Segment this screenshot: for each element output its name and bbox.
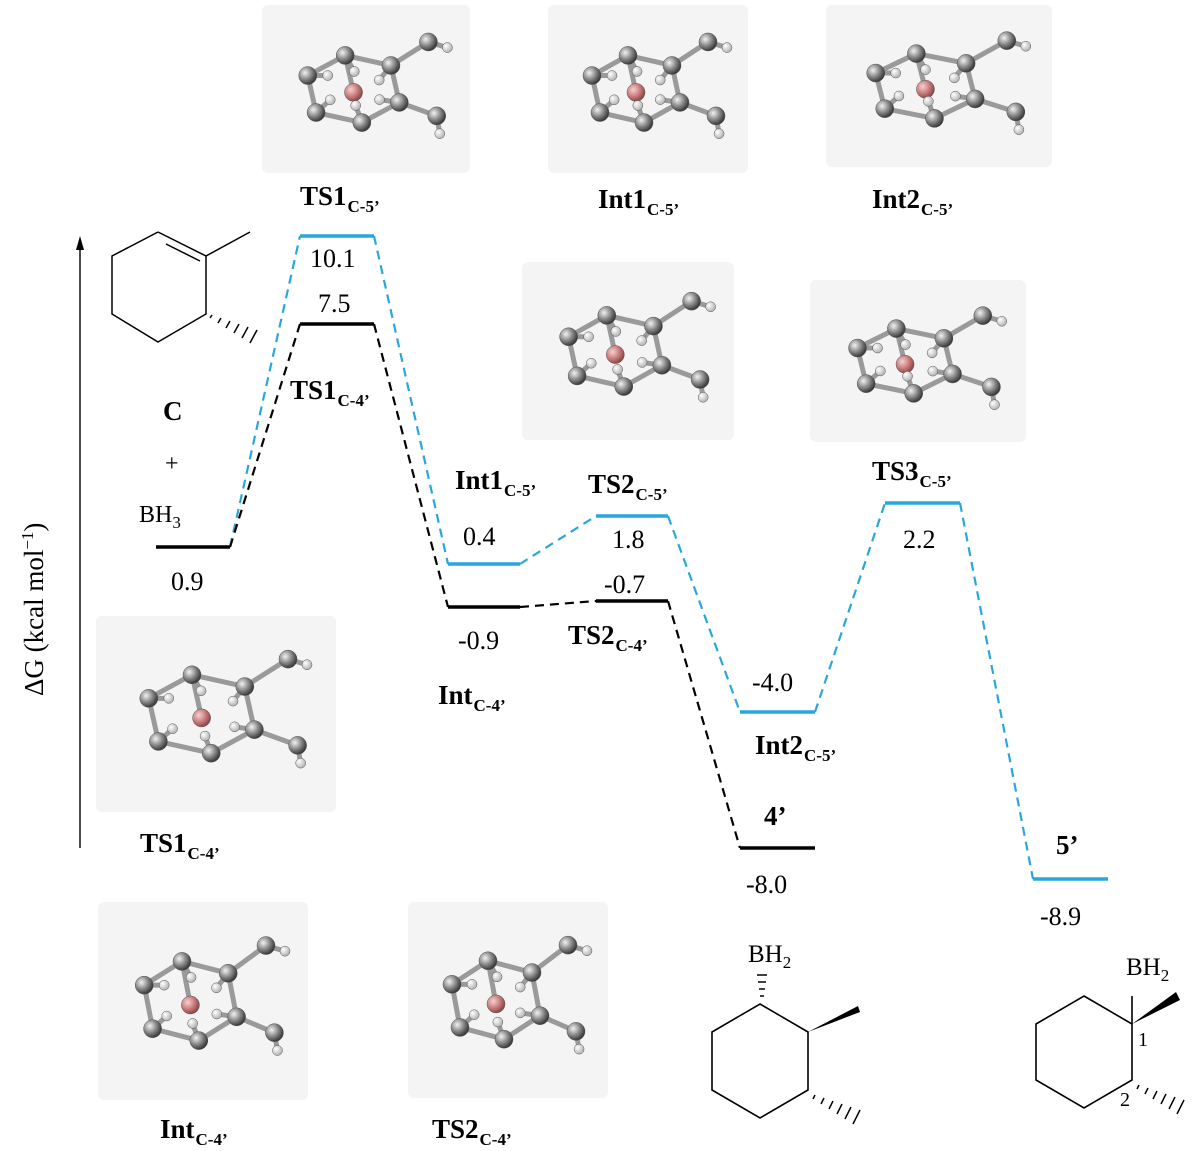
structure-ts3-c5	[810, 280, 1026, 442]
product-5-carbon-2: 2	[1120, 1089, 1130, 1111]
molecule-int-c4	[134, 936, 291, 1056]
state-label-prod5: 5’	[1056, 830, 1079, 860]
connector-ts1_c4-to-int_c4	[372, 323, 450, 608]
connector-ts2_c5-to-int2_c5	[666, 515, 742, 713]
connector-ts3_c5-to-prod5	[958, 502, 1035, 880]
molecule-ts1-c5	[298, 32, 453, 139]
energy-ts1-c5: 10.1	[310, 244, 356, 273]
energy-prod4: -8.0	[746, 870, 788, 899]
energy-ts1-c4: 7.5	[318, 289, 351, 318]
structure-ts2-c4	[408, 902, 608, 1098]
caption-int-c4: IntC-4’	[160, 1114, 228, 1149]
energy-int1-c5: 0.4	[463, 522, 496, 551]
molecule-int1-c5	[582, 32, 733, 139]
plus-sign: +	[165, 451, 179, 477]
molecule-int2-c5	[866, 31, 1032, 135]
connector-int2_c5-to-ts3_c5	[813, 502, 887, 713]
connector-reactant-to-ts1_c5	[228, 235, 302, 548]
state-label-ts2-c5: TS2C-5’	[588, 469, 668, 504]
energy-ts2-c5: 1.8	[612, 525, 645, 554]
connector-ts1_c5-to-int1_c5	[372, 235, 450, 565]
structure-int1-c5	[548, 5, 748, 173]
reactant-label: C	[163, 396, 183, 426]
state-label-int-c4: IntC-4’	[438, 680, 506, 715]
energy-int-c4: -0.9	[458, 626, 500, 655]
connector-int_c4-to-ts2_c4	[519, 599, 597, 609]
borane-label: BH3	[139, 502, 181, 532]
structure-ts1-c4	[96, 616, 336, 812]
state-label-ts2-c4: TS2C-4’	[568, 620, 648, 655]
state-label-int2-c5: Int2C-5’	[755, 730, 837, 765]
energy-reactant: 0.9	[171, 567, 204, 596]
connector-ts2_c4-to-prod4	[666, 600, 742, 849]
caption-ts2-c4: TS2C-4’	[432, 1114, 512, 1149]
molecule-ts2-c5	[559, 291, 716, 403]
state-label-prod4: 4’	[764, 801, 787, 831]
molecule-ts1-c4	[139, 649, 313, 769]
state-label-int1-c5: Int1C-5’	[455, 465, 537, 500]
product-5-carbon-1: 1	[1138, 1029, 1148, 1051]
energy-ts2-c4: -0.7	[604, 570, 646, 599]
connector-reactant-to-ts1_c4	[228, 323, 302, 548]
structure-int-c4	[98, 902, 308, 1100]
energy-prod5: -8.9	[1040, 902, 1082, 931]
energy-ts3-c5: 2.2	[903, 525, 936, 554]
structure-int2-c5	[826, 5, 1052, 167]
product-5-bh2: BH2	[1126, 954, 1170, 985]
molecule-ts2-c4	[442, 935, 593, 1055]
caption-int1-c5: Int1C-5’	[598, 184, 680, 219]
molecule-ts3-c5	[848, 306, 1008, 410]
caption-int2-c5: Int2C-5’	[872, 184, 954, 219]
state-label-ts1-c4: TS1C-4’	[290, 375, 370, 410]
structure-ts2-c5	[522, 262, 734, 440]
state-label-ts3-c5: TS3C-5’	[872, 456, 952, 491]
caption-ts1-c5: TS1C-5’	[300, 181, 380, 216]
caption-ts1-c4: TS1C-4’	[140, 828, 220, 863]
structure-ts1-c5	[262, 5, 470, 173]
product-4-bh2: BH2	[748, 941, 792, 972]
energy-int2-c5: -4.0	[752, 668, 794, 697]
